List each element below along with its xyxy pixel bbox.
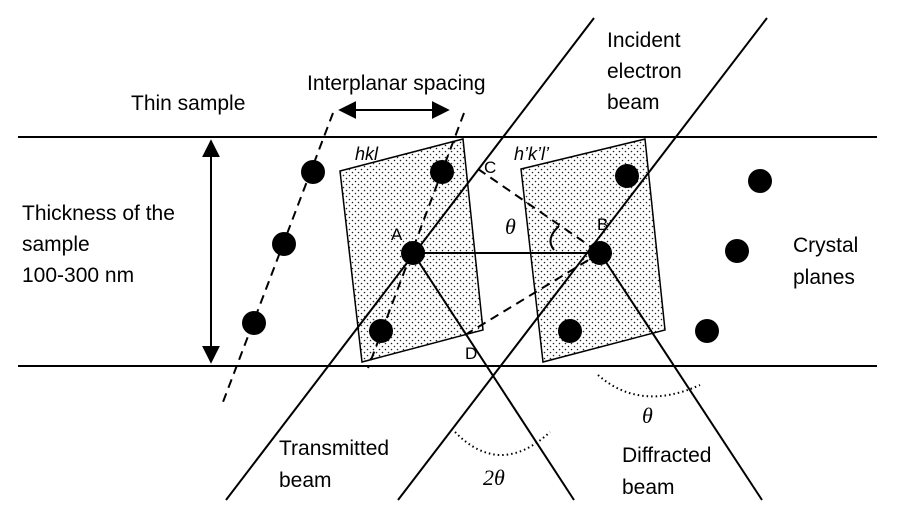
point-B-label: B: [597, 215, 608, 234]
two-theta-label: 2θ: [483, 465, 505, 490]
diffracted-beam-label: Diffracted: [622, 444, 712, 467]
atom-B: [588, 241, 612, 265]
incident-beam-right: [397, 17, 768, 501]
two-theta-arc: [454, 431, 551, 456]
transmitted-beam-label: beam: [279, 469, 332, 492]
diffracted-beam-left: [412, 252, 575, 501]
atom: [748, 169, 772, 193]
diffracted-beam-right: [599, 252, 763, 501]
incident-beam-label: beam: [607, 91, 660, 114]
dashed-D-B: [464, 252, 601, 336]
atom: [430, 160, 454, 184]
thickness-label: sample: [22, 233, 90, 256]
atom: [695, 319, 719, 343]
incident-beam-label: electron: [607, 60, 682, 83]
incident-beam-label: Incident: [607, 29, 681, 52]
thickness-label: Thickness of the: [22, 202, 175, 225]
atom: [615, 164, 639, 188]
atom: [369, 319, 393, 343]
thin-sample-label: Thin sample: [131, 92, 245, 115]
point-C-label: C: [484, 158, 496, 177]
dashed-plane-left: [222, 112, 334, 403]
theta-arc-outer: [597, 374, 701, 398]
thickness-label: 100-300 nm: [22, 264, 134, 287]
point-A-label: A: [391, 225, 403, 244]
interplanar-spacing-label: Interplanar spacing: [307, 72, 486, 95]
crystal-planes-label: planes: [793, 266, 855, 289]
dashed-C-B: [477, 168, 601, 254]
point-D-label: D: [465, 344, 477, 363]
atom-A: [401, 241, 425, 265]
theta-label-outer: θ: [642, 403, 653, 428]
theta-arc-inner: [549, 225, 560, 251]
crystal-planes-label: Crystal: [793, 234, 858, 257]
transmitted-beam-label: Transmitted: [279, 437, 389, 460]
plane-hkl-label: hkl: [355, 144, 379, 164]
theta-label-inner: θ: [505, 214, 516, 239]
atom: [558, 319, 582, 343]
atom: [242, 311, 266, 335]
atom: [272, 232, 296, 256]
atom: [725, 239, 749, 263]
atom: [301, 160, 325, 184]
diffracted-beam-label: beam: [622, 476, 675, 499]
plane-hkl-prime-label: h’k’l’: [514, 144, 550, 164]
